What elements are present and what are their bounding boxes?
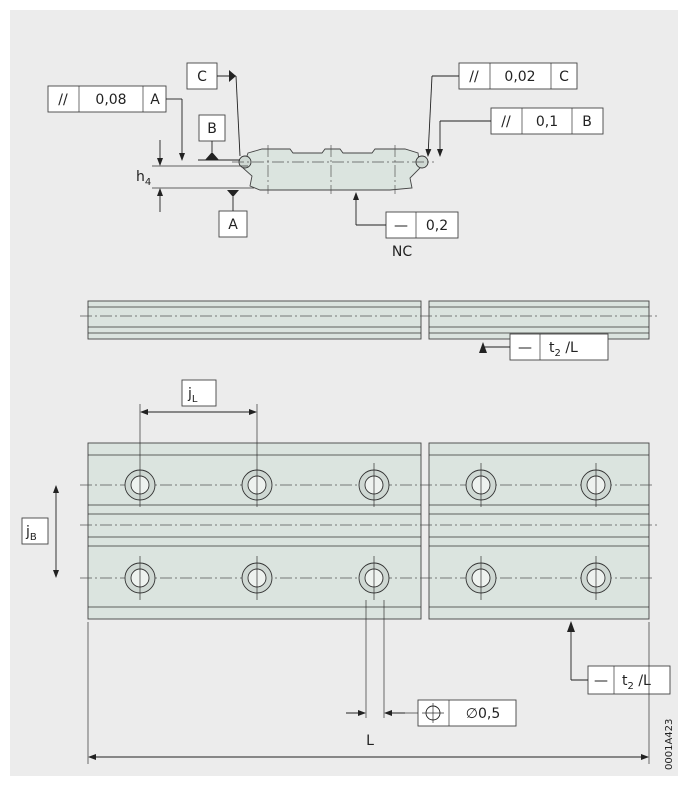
tolerance-value: 0,08 [95, 92, 126, 108]
dimension-l: L [87, 622, 650, 764]
parallel-symbol: // [501, 114, 511, 130]
datum-a: A [218, 190, 248, 238]
parallel-symbol: // [58, 92, 68, 108]
straightness-symbol: — [394, 218, 408, 234]
straightness-symbol: — [594, 673, 608, 689]
jb-label: jB [25, 524, 37, 543]
rail-top-view [80, 442, 657, 620]
hole [124, 463, 156, 507]
datum-b: B [198, 114, 240, 161]
dimension-jl: jL [139, 379, 258, 463]
datum-ref: C [559, 69, 569, 85]
hole [358, 556, 390, 600]
hole [241, 556, 273, 600]
frame-straightness-t2-bottom: — t2 /L [567, 621, 671, 695]
hole [241, 463, 273, 507]
datum-a-label: A [228, 217, 238, 233]
hole [580, 463, 612, 507]
drawing-sheet [10, 10, 678, 776]
rail-side-view [80, 300, 657, 340]
frame-position-05: ∅0,5 [346, 600, 517, 727]
frame-straightness-02: — 0,2 NC [353, 192, 459, 260]
frame-straightness-t2-middle: — t2 /L [479, 333, 609, 361]
tolerance-value: 0,1 [536, 114, 558, 130]
dimension-h4: h4 [136, 140, 254, 212]
frame-parallel-008-a: // 0,08 A [47, 85, 185, 161]
position-symbol [422, 703, 444, 723]
datum-c: C [186, 62, 241, 157]
datum-ref: A [150, 92, 160, 108]
hole [580, 556, 612, 600]
mounting-holes [124, 463, 612, 600]
hole [124, 556, 156, 600]
tolerance-value: t2 /L [622, 673, 651, 692]
dimension-jb: jB [21, 485, 59, 578]
hole [465, 556, 497, 600]
datum-c-label: C [197, 69, 207, 85]
hole [358, 463, 390, 507]
h4-label: h4 [136, 169, 151, 188]
tolerance-value: ∅0,5 [466, 706, 500, 722]
frame-parallel-01-b: // 0,1 B [437, 107, 604, 157]
jl-label: jL [187, 386, 198, 405]
rail-cross-section [232, 145, 434, 194]
datum-b-label: B [207, 121, 217, 137]
tolerance-value: t2 /L [549, 340, 578, 359]
drawing-id: 0001A423 [664, 719, 675, 770]
tolerance-value: 0,2 [426, 218, 448, 234]
parallel-symbol: // [469, 69, 479, 85]
length-label: L [366, 733, 374, 749]
tolerance-value: 0,02 [504, 69, 535, 85]
hole [465, 463, 497, 507]
frame-parallel-002-c: // 0,02 C [425, 62, 578, 157]
datum-ref: B [582, 114, 592, 130]
straightness-symbol: — [518, 340, 532, 356]
nc-label: NC [392, 244, 412, 260]
